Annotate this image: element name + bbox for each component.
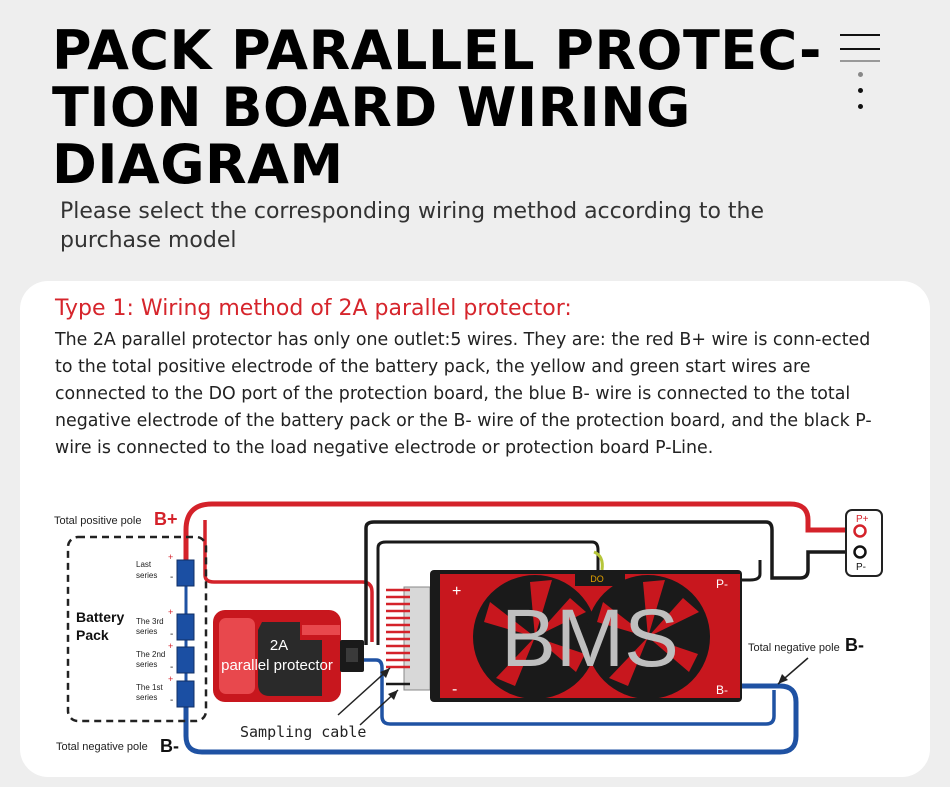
sampling-cable-label: Sampling cable <box>240 723 366 741</box>
cell-3rd-label-2: series <box>136 627 157 636</box>
do-label: DO <box>590 574 604 584</box>
cell-3rd-label-1: The 3rd <box>136 617 164 626</box>
cell-1st <box>176 680 195 708</box>
p-plus-label: P+ <box>856 514 869 525</box>
type-description: The 2A parallel protector has only one o… <box>55 330 872 458</box>
total-positive-pole-label: Total positive pole <box>54 515 141 527</box>
bms-p-minus-label: P- <box>716 577 728 591</box>
protector-2a-label: 2A <box>270 637 288 654</box>
page-title-line-3: DIAGRAM <box>52 133 344 196</box>
b-minus-pointer-arrow <box>778 674 788 684</box>
cell-3rd-plus: + <box>168 607 173 617</box>
bms-label: BMS <box>501 593 679 684</box>
black-outer-wire <box>364 520 856 645</box>
red-positive-wire <box>183 501 856 560</box>
bms-plus-label: + <box>452 583 461 600</box>
battery-pack-label-1: Battery <box>76 609 124 625</box>
total-negative-pole-right-label: Total negative pole <box>748 642 840 654</box>
type-heading: Type 1: Wiring method of 2A parallel pro… <box>55 296 572 321</box>
cell-last-label-1: Last <box>136 560 152 569</box>
blue-negative-wire <box>183 683 799 755</box>
cell-last <box>176 559 195 587</box>
menu-dot-1 <box>858 72 863 77</box>
parallel-protector-device: 2A parallel protector <box>213 610 364 702</box>
yellow-green-wire <box>593 550 604 571</box>
hamburger-menu-icon[interactable] <box>838 34 882 114</box>
sampling-pointer-line-1 <box>337 667 391 716</box>
b-plus-label: B+ <box>154 509 178 529</box>
total-negative-pole-left-label: Total negative pole <box>56 741 148 753</box>
sampling-pointer-arrow-2 <box>388 690 398 700</box>
menu-dot-2 <box>858 88 863 93</box>
battery-pack-outline <box>66 535 208 723</box>
menu-bar-top <box>840 34 880 36</box>
page-subtitle: Please select the corresponding wiring m… <box>60 199 765 253</box>
cell-3rd-minus: - <box>170 629 173 640</box>
cell-1st-minus: - <box>170 695 173 706</box>
output-terminal-block: P+ P- <box>845 509 883 577</box>
menu-dot-3 <box>858 104 863 109</box>
cell-last-minus: - <box>170 572 173 583</box>
wiring-diagram: + + + + - - - - Last series The 3rd seri… <box>54 501 883 756</box>
bms-p-minus-wire <box>740 560 762 582</box>
wiring-card: Type 1: Wiring method of 2A parallel pro… <box>20 281 930 777</box>
cell-2nd-label-2: series <box>136 660 157 669</box>
cell-last-label-2: series <box>136 571 157 580</box>
protector-name-label: parallel protector <box>221 657 333 674</box>
menu-bar-middle <box>840 48 880 50</box>
cell-2nd-minus: - <box>170 662 173 673</box>
menu-bar-bottom <box>840 60 880 62</box>
b-minus-right-label: B- <box>845 635 864 655</box>
cell-2nd-plus: + <box>168 641 173 651</box>
p-minus-label: P- <box>856 562 866 573</box>
cell-2nd <box>176 646 195 674</box>
sampling-pointer-arrow-1 <box>380 668 390 678</box>
page-title-line-1: PACK PARALLEL PROTEC- <box>52 19 822 82</box>
cell-2nd-label-1: The 2nd <box>136 650 165 659</box>
cell-last-plus: + <box>168 552 173 562</box>
b-minus-left-label: B- <box>160 736 179 756</box>
bms-board: DO BMS + - P- B- <box>386 570 742 702</box>
cell-1st-plus: + <box>168 674 173 684</box>
red-protector-wire <box>203 520 374 642</box>
cell-3rd <box>176 613 195 641</box>
cell-1st-label-2: series <box>136 693 157 702</box>
bms-minus-label: - <box>452 681 457 698</box>
battery-pack-label-2: Pack <box>76 627 109 643</box>
bms-b-minus-label: B- <box>716 683 728 697</box>
cell-1st-label-1: The 1st <box>136 683 163 692</box>
page-title-line-2: TION BOARD WIRING <box>52 76 691 139</box>
blue-protector-wire <box>364 658 776 726</box>
page-title: PACK PARALLEL PROTEC- TION BOARD WIRING … <box>52 19 822 196</box>
black-inner-wire <box>376 540 600 645</box>
